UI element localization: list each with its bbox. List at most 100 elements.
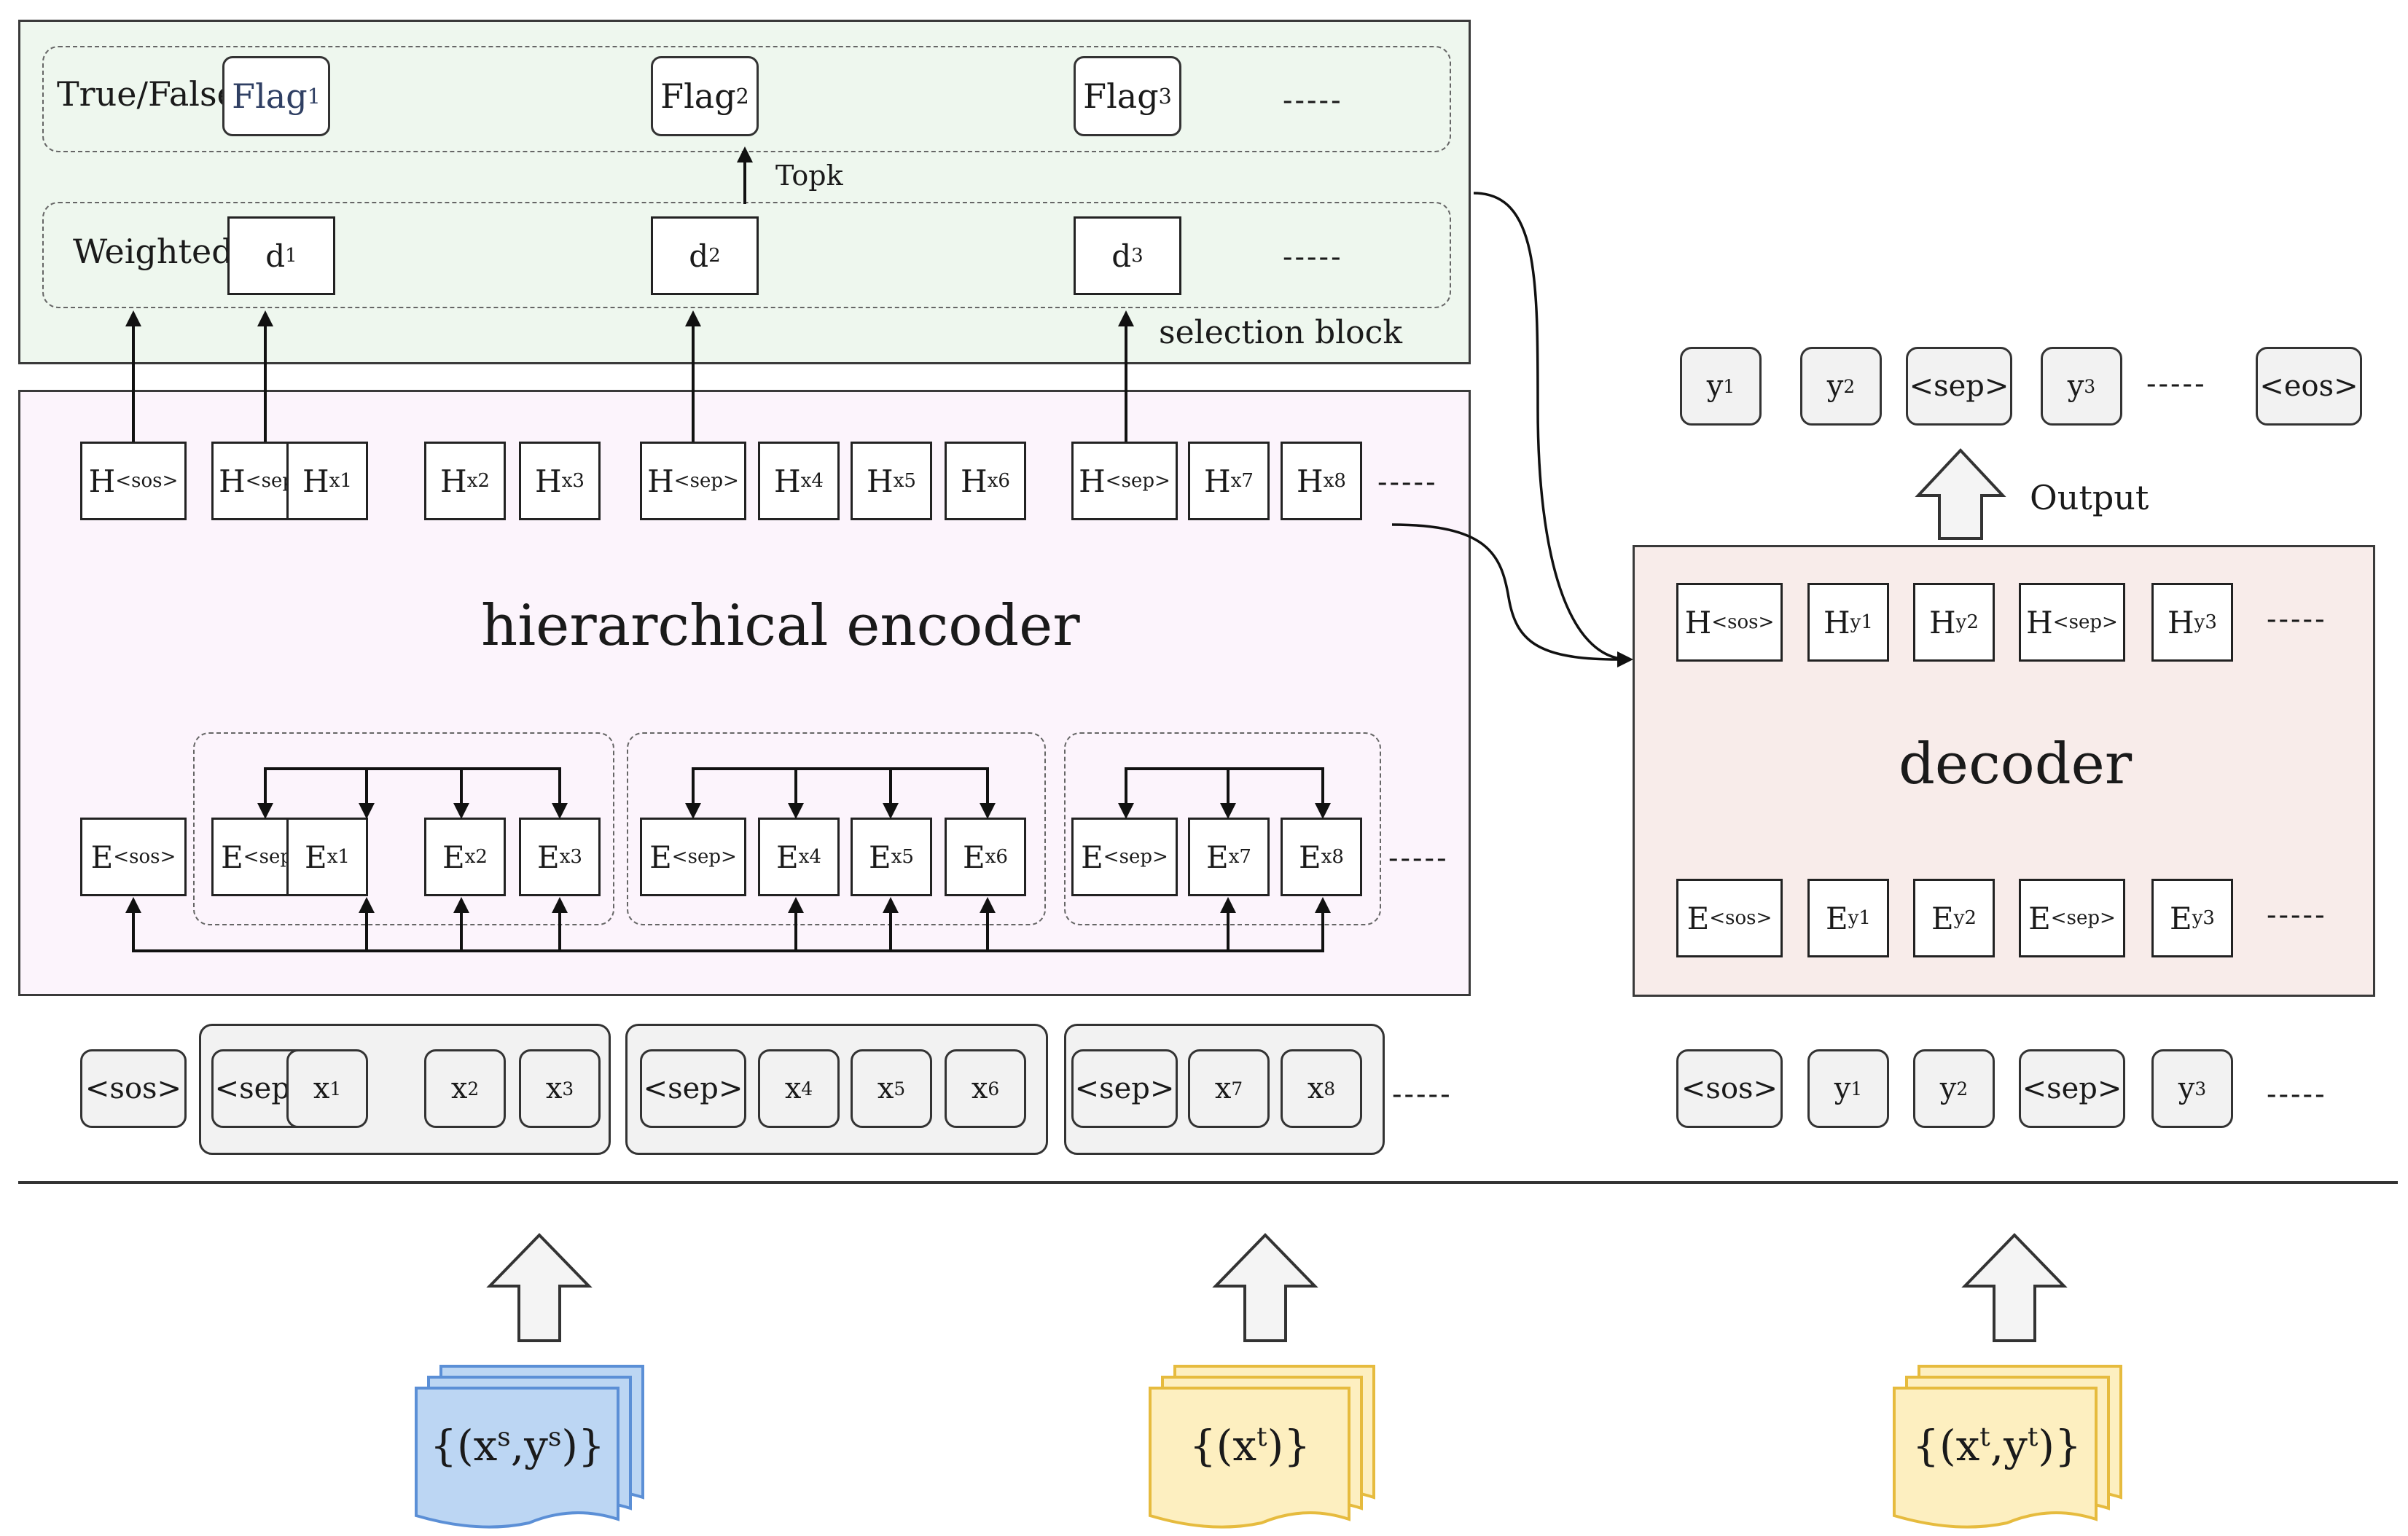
decoder-title: decoder <box>1899 732 2133 797</box>
encoder-input-token-main: x <box>877 1072 894 1105</box>
encoder-e-token-sub: x3 <box>559 846 582 868</box>
decoder-e-token-sub: <sep> <box>2050 907 2116 929</box>
encoder-input-token-main: x <box>313 1072 330 1105</box>
encoder-e-token-sub: <sep> <box>1103 846 1168 868</box>
encoder-e-token-sub: x2 <box>464 846 488 868</box>
output-token-main: <sep> <box>1909 369 2009 403</box>
flag-2-label: Flag <box>660 77 736 116</box>
d-2-index: 2 <box>708 245 721 267</box>
decoder-e-token-sub: y2 <box>1953 907 1977 929</box>
encoder-h-token: H<sep> <box>640 442 746 520</box>
encoder-input-token-main: x <box>1214 1072 1232 1105</box>
decoder-h-token-sub: y1 <box>1850 611 1873 633</box>
decoder-h-token-main: H <box>1823 604 1850 640</box>
encoder-h-token-sub: x7 <box>1230 470 1254 492</box>
topk-label: Topk <box>775 160 843 192</box>
encoder-e-token-sub: x7 <box>1228 846 1251 868</box>
decoder-input-token-sub: 2 <box>1956 1078 1969 1100</box>
output-token-main: <eos> <box>2259 369 2358 403</box>
encoder-group-3 <box>1064 732 1381 925</box>
h-to-selection-arrows <box>125 146 1134 442</box>
decoder-e-token-main: E <box>2028 900 2051 936</box>
encoder-input-token-main: x <box>784 1072 802 1105</box>
encoder-input-token-main: x <box>1307 1072 1324 1105</box>
weighted-row <box>42 202 1451 308</box>
encoder-e-token-main: E <box>963 839 985 875</box>
encoder-input-token-sub: 2 <box>467 1078 480 1100</box>
encoder-e-token-main: E <box>221 839 243 875</box>
source-data-up-arrow <box>486 1233 593 1342</box>
encoder-input-token-sub: 1 <box>329 1078 342 1100</box>
encoder-input-token: <sos> <box>80 1049 187 1128</box>
output-token-sub: 2 <box>1843 375 1856 397</box>
encoder-e-token-sub: x4 <box>798 846 821 868</box>
decoder-input-token-sub: 3 <box>2194 1078 2207 1100</box>
flag-3-index: 3 <box>1158 84 1172 109</box>
weighted-row-ellipsis: ----- <box>1283 240 1343 274</box>
flag-row-ellipsis: ----- <box>1283 84 1343 117</box>
decoder-input-token-sub: 1 <box>1850 1078 1863 1100</box>
encoder-input-token-main: <sep> <box>1074 1072 1175 1105</box>
output-token-main: y <box>1706 369 1724 403</box>
encoder-input-token-sub: 4 <box>801 1078 813 1100</box>
decoder-e-token: E<sos> <box>1676 879 1783 957</box>
decoder-input-token: <sep> <box>2019 1049 2125 1128</box>
encoder-input-token-sub: 6 <box>988 1078 1000 1100</box>
encoder-input-token-main: <sep> <box>643 1072 743 1105</box>
decoder-input-token-main: <sep> <box>2022 1072 2122 1105</box>
encoder-h-token-main: H <box>647 463 674 499</box>
encoder-h-token-main: H <box>88 463 116 499</box>
decoder-h-token-main: H <box>1929 604 1956 640</box>
d-1-label: d <box>265 238 286 274</box>
target-dataset-label: {(xt)} <box>1189 1421 1311 1470</box>
target-data-up-arrow <box>1212 1233 1318 1342</box>
encoder-h-token-sub: x1 <box>329 470 352 492</box>
output-label: Output <box>2030 478 2149 517</box>
encoder-e-token-main: E <box>1299 839 1321 875</box>
decoder-h-token-sub: <sep> <box>2052 611 2118 633</box>
encoder-h-token-main: H <box>440 463 467 499</box>
encoder-h-token-main: H <box>1204 463 1231 499</box>
encoder-e-token-main: E <box>1206 839 1229 875</box>
encoder-intra-group-arrows <box>257 767 1331 819</box>
d-3-label: d <box>1111 238 1132 274</box>
decoder-input-token-main: <sos> <box>1681 1072 1778 1105</box>
encoder-h-token-sub: <sep> <box>1105 470 1170 492</box>
encoder-e-token-main: E <box>537 839 560 875</box>
encoder-h-token: H<sep> <box>1071 442 1178 520</box>
encoder-h-token-sub: <sos> <box>115 470 179 492</box>
encoder-to-decoder-connector <box>1391 523 1619 661</box>
encoder-e-token-main: E <box>869 839 891 875</box>
encoder-h-ellipsis: ----- <box>1377 466 1438 499</box>
output-token-main: y <box>2067 369 2084 403</box>
encoder-input-token-main: <sos> <box>85 1072 182 1105</box>
weighted-row-label: Weighted <box>73 232 233 271</box>
output-token-sub: 3 <box>2084 375 2096 397</box>
encoder-e-ellipsis: ----- <box>1388 842 1449 875</box>
encoder-h-token-main: H <box>535 463 562 499</box>
encoder-e-token-main: E <box>305 839 327 875</box>
encoder-title: hierarchical encoder <box>481 593 1080 659</box>
